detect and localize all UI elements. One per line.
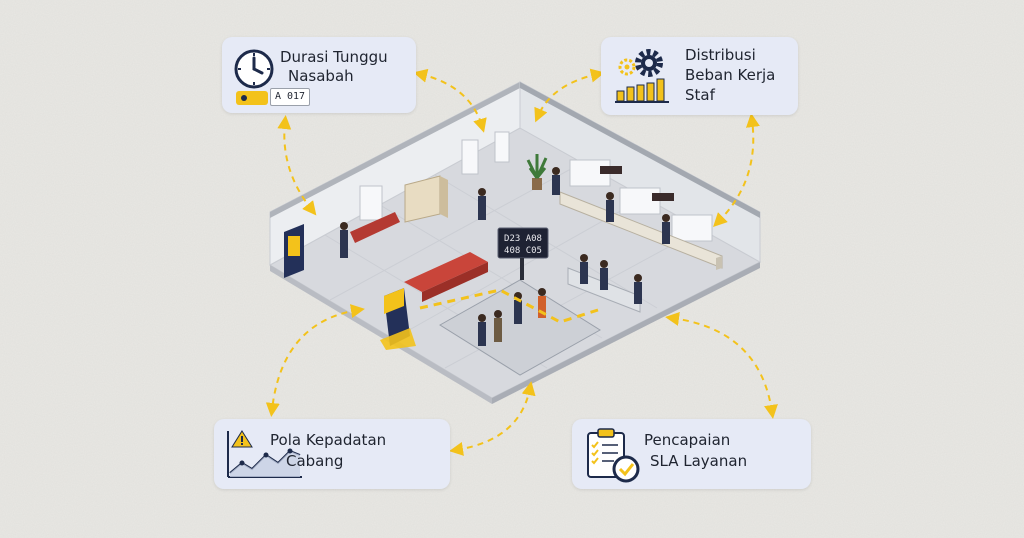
display-line-2: 408 C05 xyxy=(504,246,542,256)
staff-figures xyxy=(552,167,670,244)
ticket-number: A 017 xyxy=(274,91,306,102)
card-wait-line1: Durasi Tunggu xyxy=(280,48,388,66)
card-sla-achievement: Pencapaian SLA Layanan xyxy=(572,419,811,489)
floor-edge-left xyxy=(270,265,492,404)
card-workload-distribution: Distribusi Beban Kerja Staf xyxy=(601,37,798,115)
card-wait-line2: Nasabah xyxy=(288,67,354,85)
card-wait-duration: A 017 Durasi Tunggu Nasabah xyxy=(222,37,416,113)
card-density-line2: Cabang xyxy=(286,452,344,470)
ticket-badge: A 017 xyxy=(270,88,310,106)
card-workload-line1: Distribusi xyxy=(685,46,756,64)
waiting-sofa xyxy=(404,252,488,292)
clock-icon xyxy=(234,49,274,105)
floor-edge-right xyxy=(492,262,760,404)
clipboard-check-icon xyxy=(587,428,640,483)
card-workload-line3: Staf xyxy=(685,86,715,104)
card-sla-line2: SLA Layanan xyxy=(650,452,748,470)
customer-figures xyxy=(340,188,642,346)
warning-line-chart-icon xyxy=(227,430,302,478)
card-density-line1: Pola Kepadatan xyxy=(270,431,387,449)
card-density-pattern: Pola Kepadatan Cabang xyxy=(214,419,450,489)
gear-bar-chart-icon xyxy=(615,49,669,103)
card-sla-line1: Pencapaian xyxy=(644,431,731,449)
card-workload-line2: Beban Kerja xyxy=(685,66,776,84)
floor-guide-line xyxy=(419,288,599,324)
display-line-1: D23 A08 xyxy=(504,234,542,244)
queue-area xyxy=(439,279,601,376)
